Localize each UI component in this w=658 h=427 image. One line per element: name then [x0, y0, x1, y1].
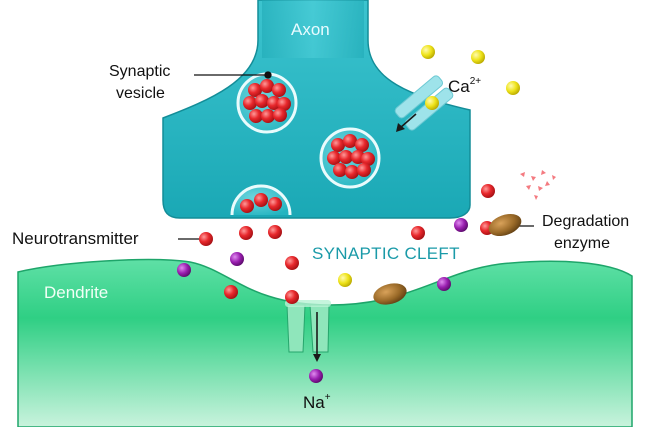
neurotransmitter-molecule [239, 226, 253, 240]
neurotransmitter-molecule [273, 108, 287, 122]
synaptic-vesicle-label-line1: Synaptic [109, 63, 171, 80]
sodium-ion [309, 369, 323, 383]
degradation-enzyme-label-line2: enzyme [554, 235, 611, 252]
neurotransmitter-molecule [339, 150, 353, 164]
neurotransmitter-molecule [248, 83, 262, 97]
sodium-charge: + [324, 392, 331, 403]
sodium-ion [230, 252, 244, 266]
neurotransmitter-molecule [361, 152, 375, 166]
neurotransmitter-molecule [243, 96, 257, 110]
neurotransmitter-molecule [224, 285, 238, 299]
neurotransmitter-molecule [331, 138, 345, 152]
neurotransmitter-molecule [343, 134, 357, 148]
neurotransmitter-molecule [199, 232, 213, 246]
receptor-channel-icon [285, 300, 331, 353]
enzyme-icon [373, 283, 407, 305]
degradation-enzymes [373, 213, 522, 305]
neurotransmitter-molecule [333, 163, 347, 177]
calcium-ion [338, 273, 352, 287]
synaptic-vesicle-label-line2: vesicle [116, 85, 165, 102]
calcium-entry-arrowhead [396, 123, 405, 132]
neurotransmitter-molecule [481, 184, 495, 198]
sodium-label: Na+ [303, 392, 331, 412]
neurotransmitter-molecule [355, 138, 369, 152]
neurotransmitter-molecule [285, 256, 299, 270]
synaptic-cleft-label: SYNAPTIC CLEFT [312, 244, 460, 263]
sodium-entry-arrowhead [313, 354, 321, 362]
neurotransmitter-molecule [249, 109, 263, 123]
dendrite-label: Dendrite [44, 283, 109, 302]
calcium-ions [338, 45, 520, 287]
calcium-entry-arrow [399, 113, 417, 129]
degradation-enzyme-label-line1: Degradation [542, 213, 630, 230]
neurotransmitter-molecule [254, 193, 268, 207]
neurotransmitter-molecule [277, 97, 291, 111]
neurotransmitter-molecule [327, 151, 341, 165]
neurotransmitter-molecule [345, 165, 359, 179]
calcium-ion [425, 96, 439, 110]
neurotransmitter-molecule [261, 109, 275, 123]
sodium-ions [177, 218, 468, 383]
sodium-ion [177, 263, 191, 277]
calcium-symbol: Ca [448, 77, 470, 96]
sodium-ion [437, 277, 451, 291]
neurotransmitter-molecule [357, 163, 371, 177]
neurotransmitter-molecule [260, 79, 274, 93]
sodium-symbol: Na [303, 393, 325, 412]
sodium-ion [454, 218, 468, 232]
calcium-ion [506, 81, 520, 95]
neurotransmitter-molecule [272, 83, 286, 97]
calcium-charge: 2+ [469, 76, 482, 87]
axon-stem-highlight [262, 0, 364, 58]
neurotransmitter-molecule [240, 199, 254, 213]
axon-terminal [162, 0, 471, 219]
neurotransmitter-molecule [268, 225, 282, 239]
neurotransmitter-molecule [285, 290, 299, 304]
neurotransmitter-molecule [411, 226, 425, 240]
degraded-fragments [520, 170, 556, 200]
axon-label: Axon [291, 20, 330, 39]
calcium-ion [471, 50, 485, 64]
calcium-label: Ca2+ [448, 76, 482, 96]
neurotransmitter-molecules [199, 79, 495, 304]
neurotransmitter-label: Neurotransmitter [12, 229, 139, 248]
neurotransmitter-molecule [255, 94, 269, 108]
calcium-ion [421, 45, 435, 59]
neurotransmitter-molecule [268, 197, 282, 211]
enzyme-icon [488, 213, 522, 237]
